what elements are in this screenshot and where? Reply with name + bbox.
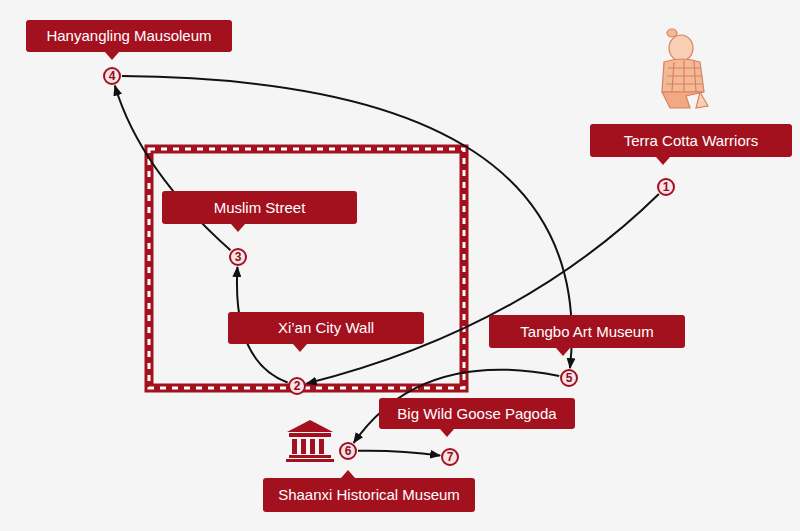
callout-number: 4 bbox=[105, 69, 119, 83]
warrior-knee bbox=[696, 92, 708, 108]
stop-circle: 2 bbox=[288, 377, 306, 395]
route-arrow bbox=[115, 86, 231, 251]
place-name: Xi’an City Wall bbox=[272, 319, 380, 337]
museum-icon bbox=[286, 420, 334, 462]
place-label: Muslim Street bbox=[162, 191, 357, 224]
museum-base bbox=[289, 455, 331, 458]
place-name: Hanyangling Mausoleum bbox=[40, 27, 217, 45]
warrior-head bbox=[669, 35, 693, 61]
place-name: Shaanxi Historical Museum bbox=[272, 486, 466, 504]
stop-circle: 4 bbox=[103, 67, 121, 85]
pointer-triangle bbox=[341, 470, 355, 478]
stop-circle: 1 bbox=[657, 178, 675, 196]
museum-column bbox=[292, 439, 297, 454]
place-label: Shaanxi Historical Museum bbox=[263, 478, 475, 512]
place-label: Hanyangling Mausoleum bbox=[26, 20, 232, 52]
warrior-illustration bbox=[662, 29, 708, 108]
city-wall-outline bbox=[149, 149, 464, 388]
stop-circle: 5 bbox=[560, 369, 578, 387]
place-name: Big Wild Goose Pagoda bbox=[391, 405, 562, 423]
museum-base bbox=[286, 459, 334, 462]
place-name: Tangbo Art Museum bbox=[514, 323, 659, 341]
pointer-triangle bbox=[105, 52, 119, 60]
place-label: Tangbo Art Museum bbox=[489, 315, 685, 348]
route-arrow bbox=[358, 451, 440, 456]
stop-circle: 3 bbox=[229, 248, 247, 266]
pointer-triangle bbox=[656, 157, 670, 165]
route-arrow bbox=[307, 194, 659, 384]
stop-circle: 6 bbox=[339, 442, 357, 460]
place-name: Terra Cotta Warriors bbox=[618, 132, 764, 150]
pointer-triangle bbox=[440, 429, 454, 437]
pointer-triangle bbox=[231, 224, 245, 232]
place-label: Terra Cotta Warriors bbox=[590, 124, 792, 157]
pointer-triangle bbox=[293, 344, 307, 352]
place-label: Big Wild Goose Pagoda bbox=[379, 398, 575, 429]
museum-column bbox=[310, 439, 315, 454]
place-label: Xi’an City Wall bbox=[228, 312, 424, 344]
callout-number: 7 bbox=[443, 450, 457, 464]
callout-number: 2 bbox=[290, 379, 304, 393]
warrior-body bbox=[662, 59, 704, 92]
callout-number: 6 bbox=[341, 444, 355, 458]
city-wall-crenels bbox=[149, 149, 464, 388]
stop-circle: 7 bbox=[441, 448, 459, 466]
callout-number: 3 bbox=[231, 250, 245, 264]
callout-number: 5 bbox=[562, 371, 576, 385]
warrior-armor-grid bbox=[666, 60, 703, 92]
pointer-triangle bbox=[556, 348, 570, 356]
museum-column bbox=[301, 439, 306, 454]
museum-roof bbox=[287, 420, 333, 432]
place-name: Muslim Street bbox=[208, 199, 312, 217]
museum-beam bbox=[289, 433, 331, 437]
museum-column bbox=[319, 439, 324, 454]
callout-number: 1 bbox=[659, 180, 673, 194]
